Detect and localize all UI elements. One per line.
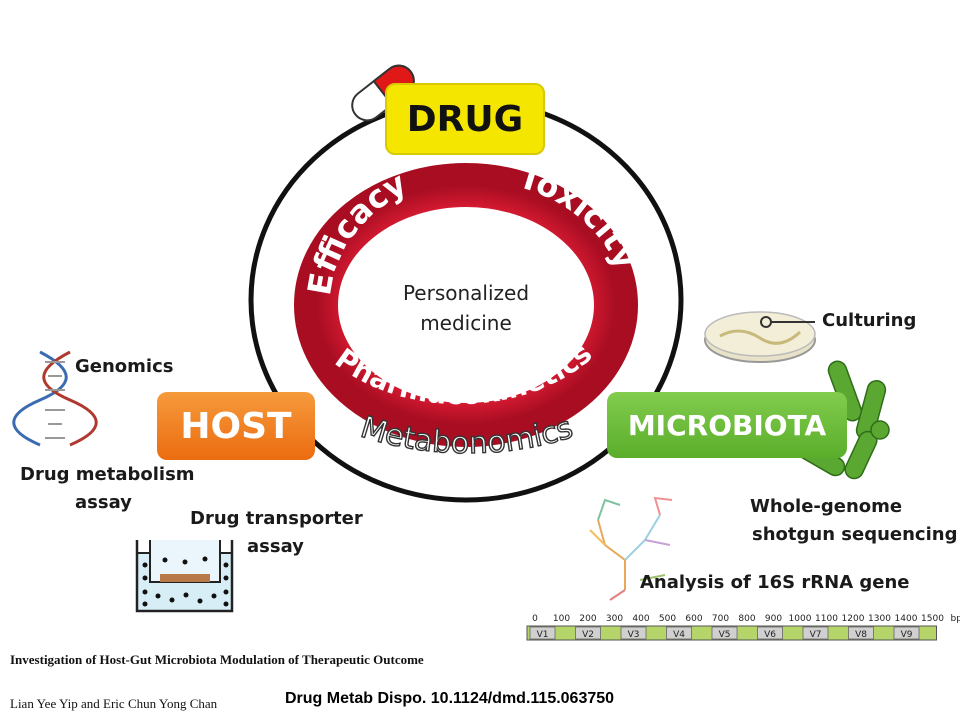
gene-map-tick-label: 200	[579, 614, 596, 624]
rrna-analysis-label: Analysis of 16S rRNA gene	[640, 572, 910, 593]
gene-map-tick-label: 1200	[842, 614, 865, 624]
footer-title: Investigation of Host-Gut Microbiota Mod…	[10, 652, 424, 667]
whole-genome-label-line2: shotgun sequencing	[752, 524, 958, 545]
gene-map-tick-label: 700	[712, 614, 729, 624]
gene-map-tick-label: 1300	[868, 614, 891, 624]
gene-map-region	[620, 626, 647, 640]
drug-transporter-label-line1: Drug transporter	[190, 508, 363, 529]
gene-map-region-label: V1	[537, 630, 549, 640]
gene-map-unit: bp	[951, 614, 960, 624]
gene-map-region	[893, 626, 920, 640]
gene-map-tick-label: 800	[738, 614, 755, 624]
efficacy-label: Efficacy	[300, 164, 413, 298]
gene-map-region	[802, 626, 829, 640]
gene-map-tick-label: 0	[532, 614, 538, 624]
gene-map-region	[666, 626, 692, 640]
whole-genome-label-line1: Whole-genome	[750, 496, 903, 517]
gene-map-tick-label: 500	[659, 614, 676, 624]
gene-map-region-label: V3	[628, 630, 640, 640]
gene-map-region	[848, 626, 874, 640]
gene-map-region-label: V8	[855, 630, 867, 640]
gene-map-region	[575, 626, 601, 640]
gene-map-region	[711, 626, 738, 640]
gene-map-region-label: V6	[764, 630, 776, 640]
center-line2: medicine	[420, 311, 512, 335]
gene-map-tick-label: 300	[606, 614, 623, 624]
gene-map-region	[529, 626, 556, 640]
gene-map-tick-label: 400	[632, 614, 649, 624]
drug-transporter-label-line2: assay	[247, 536, 304, 557]
transwell-icon	[135, 540, 234, 613]
culturing-label: Culturing	[822, 310, 917, 331]
drug-metabolism-label-line1: Drug metabolism	[20, 464, 195, 485]
gene-map-region-label: V4	[673, 630, 685, 640]
gene-map-tick-label: 600	[685, 614, 702, 624]
red-ring	[294, 163, 638, 447]
gene-map-region-label: V7	[810, 630, 822, 640]
gene-map-tick-label: 1000	[789, 614, 812, 624]
gene-map-tick-label: 1100	[815, 614, 838, 624]
drug-metabolism-label-line2: assay	[75, 492, 132, 513]
gene-map-tick-label: 900	[765, 614, 782, 624]
gene-map-region	[757, 626, 783, 640]
footer-authors: Lian Yee Yip and Eric Chun Yong Chan	[10, 696, 218, 711]
center-line1: Personalized	[403, 281, 529, 305]
gene-map-tick-label: 1500	[921, 614, 944, 624]
microbiota-node: MICROBIOTA	[607, 392, 847, 458]
gene-map-region-label: V2	[582, 630, 594, 640]
phylogenetic-tree-icon	[589, 496, 673, 601]
gene-map-region-label: V5	[719, 630, 731, 640]
gene-map-region-label: V9	[901, 630, 913, 640]
host-node: HOST	[157, 392, 315, 460]
gene-map-tick-label: 100	[553, 614, 570, 624]
genomics-label: Genomics	[75, 356, 174, 377]
dna-icon	[12, 350, 98, 447]
footer-citation: Drug Metab Dispo. 10.1124/dmd.115.063750	[285, 690, 615, 707]
drug-node: DRUG	[385, 83, 545, 155]
gene-map-tick-label: 1400	[895, 614, 918, 624]
petri-dish-icon	[704, 311, 816, 363]
